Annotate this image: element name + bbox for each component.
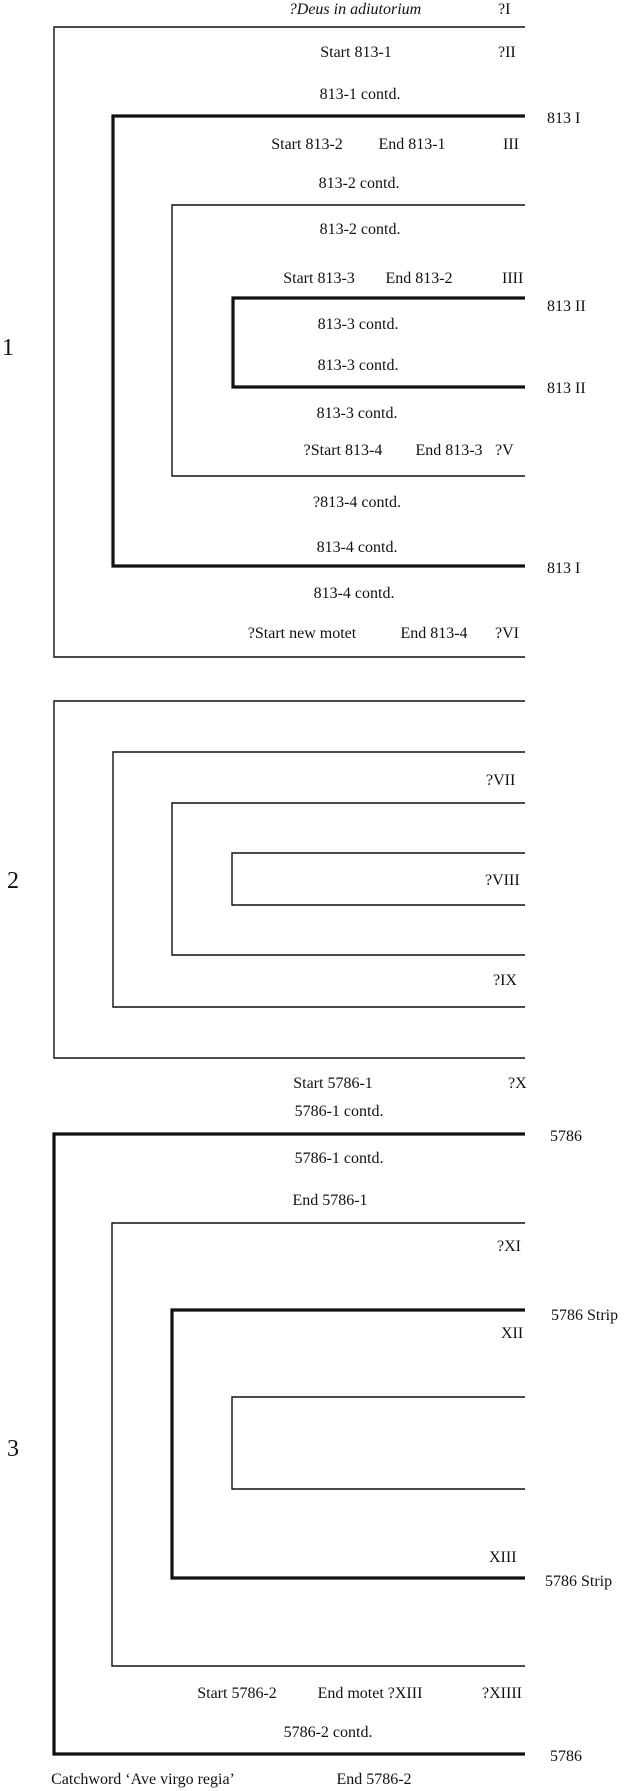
side-label-5786-bottom: 5786 xyxy=(550,1748,582,1765)
roman-viii: ?VIII xyxy=(485,872,520,889)
contd-5786-2: 5786-2 contd. xyxy=(284,1724,373,1741)
folio-third-g2 xyxy=(171,802,525,956)
group-2: 2 ?VII ?VIII ?IX xyxy=(7,700,525,1059)
start-5786-1: Start 5786-1 xyxy=(293,1075,373,1092)
contd-813-2-a: 813-2 contd. xyxy=(319,175,400,192)
deus-in-adiutorium: ?Deus in adiutorium xyxy=(289,1,421,18)
roman-x: ?X xyxy=(508,1075,527,1092)
contd-813-4-c: 813-4 contd. xyxy=(314,585,395,602)
folio-second-g3 xyxy=(111,1222,525,1667)
start-813-1: Start 813-1 xyxy=(320,44,392,61)
start-813-3: Start 813-3 xyxy=(283,270,355,287)
group-number-2: 2 xyxy=(7,868,19,894)
end-5786-2: End 5786-2 xyxy=(336,1771,411,1788)
end-813-3: End 813-3 xyxy=(415,442,482,459)
end-813-4: End 813-4 xyxy=(400,625,467,642)
contd-5786-1-b: 5786-1 contd. xyxy=(295,1150,384,1167)
roman-vii: ?VII xyxy=(486,772,515,789)
contd-813-4-b: 813-4 contd. xyxy=(317,539,398,556)
folio-second-g2 xyxy=(112,751,525,1008)
end-motet: End motet ?XIII xyxy=(318,1685,423,1702)
roman-xi: ?XI xyxy=(497,1238,521,1255)
start-813-2: Start 813-2 xyxy=(271,136,343,153)
group-number-3: 3 xyxy=(7,1436,19,1462)
contd-813-3-b: 813-3 contd. xyxy=(318,357,399,374)
end-813-1: End 813-1 xyxy=(378,136,445,153)
catchword: Catchword ‘Ave virgo regia’ xyxy=(51,1771,235,1788)
side-label-813-II-bottom: 813 II xyxy=(547,380,586,397)
folio-inner-g2 xyxy=(231,852,525,906)
contd-813-3-a: 813-3 contd. xyxy=(318,316,399,333)
roman-xiiii: ?XIIII xyxy=(482,1685,522,1702)
side-label-5786-top: 5786 xyxy=(550,1128,582,1145)
side-label-5786-strip-bottom: 5786 Strip xyxy=(545,1573,612,1590)
side-label-813-I-top: 813 I xyxy=(547,110,580,127)
contd-813-4-a: ?813-4 contd. xyxy=(313,494,401,511)
roman-xii: XII xyxy=(501,1325,523,1342)
roman-i: ?I xyxy=(498,1,510,18)
roman-ix: ?IX xyxy=(493,972,517,989)
start-5786-2: Start 5786-2 xyxy=(197,1685,277,1702)
end-5786-1: End 5786-1 xyxy=(292,1192,367,1209)
start-813-4: ?Start 813-4 xyxy=(304,442,383,459)
side-label-813-II-top: 813 II xyxy=(547,298,586,315)
folio-813-I xyxy=(111,114,525,568)
folio-inner-g3 xyxy=(231,1396,525,1490)
folio-middle-g1 xyxy=(171,204,525,477)
folio-5786-strip xyxy=(170,1308,525,1580)
group-number-1: 1 xyxy=(2,335,14,361)
roman-vi: ?VI xyxy=(495,625,519,642)
roman-iiii: IIII xyxy=(502,270,523,287)
folio-5786 xyxy=(52,1132,525,1756)
contd-813-1: 813-1 contd. xyxy=(320,86,401,103)
roman-v: ?V xyxy=(495,442,514,459)
folio-813-II xyxy=(231,296,525,389)
side-label-813-I-bottom: 813 I xyxy=(547,560,580,577)
roman-iii: III xyxy=(503,136,519,153)
group-3: 3 Start 5786-1 ?X 5786-1 contd. 5786 578… xyxy=(7,1075,618,1788)
contd-813-3-c: 813-3 contd. xyxy=(317,405,398,422)
contd-5786-1-a: 5786-1 contd. xyxy=(295,1103,384,1120)
end-813-2: End 813-2 xyxy=(385,270,452,287)
roman-ii: ?II xyxy=(498,44,516,61)
start-new-motet: ?Start new motet xyxy=(248,625,357,642)
contd-813-2-b: 813-2 contd. xyxy=(320,221,401,238)
roman-xiii: XIII xyxy=(489,1549,517,1566)
folio-outer-g1 xyxy=(53,26,525,658)
folio-outer-g2 xyxy=(53,700,525,1059)
group-1: 1 ?Deus in adiutorium ?I Start 813-1 ?II… xyxy=(2,1,586,658)
side-label-5786-strip-top: 5786 Strip xyxy=(551,1307,618,1324)
